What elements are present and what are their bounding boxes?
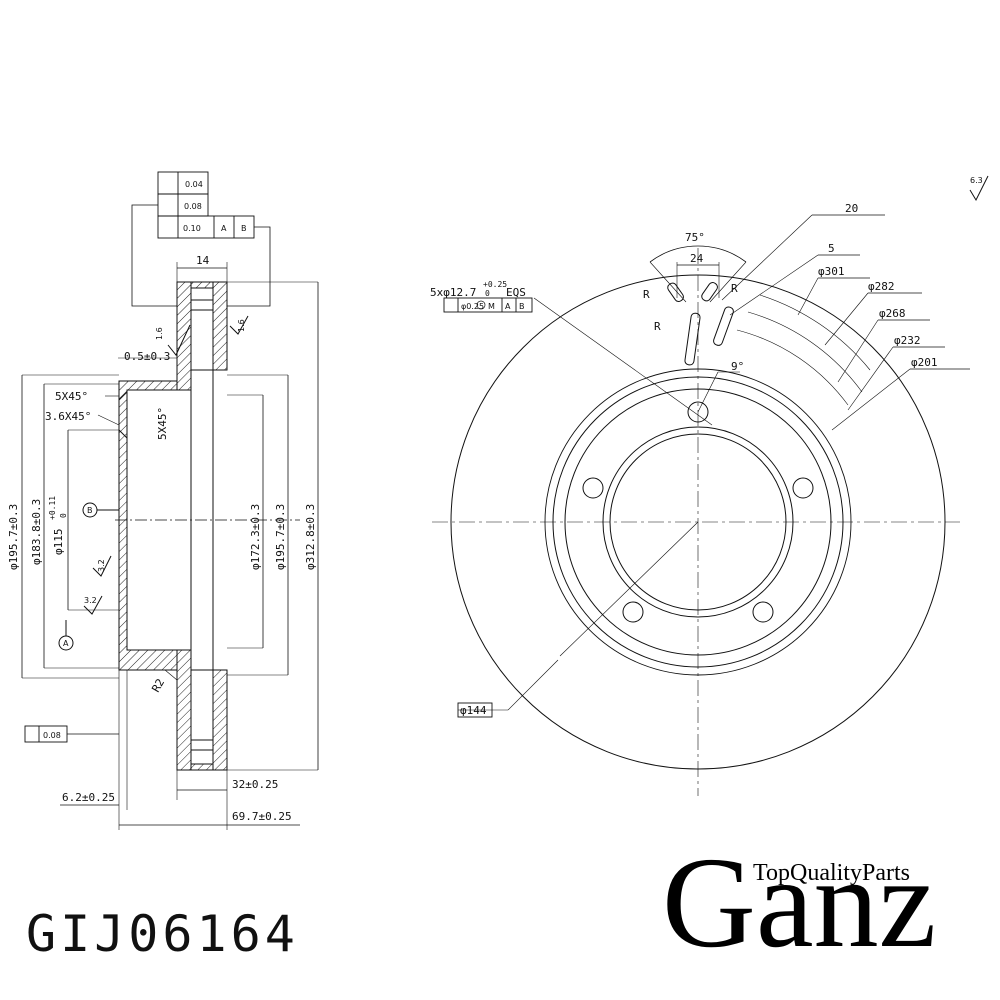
chamfer-dim-3: 5X45° [156,407,169,440]
bolt-holes-tol-upper: +0.25 [483,280,507,289]
dia-282: φ282 [868,280,895,293]
dia-232: φ232 [894,334,921,347]
dia-115: φ115 [52,529,65,556]
roughness-overall: 6.3 [970,176,983,185]
dia-115-tol-upper: +0.11 [48,496,57,520]
brand-tagline: TopQualityParts [753,860,910,886]
left-plate-upper [176,281,192,391]
datum-a-label: A [63,639,69,648]
dia-172: φ172.3±0.3 [249,504,262,570]
datum-ref-b: B [241,224,247,233]
radius-r-3: R [654,320,661,333]
dia-195-right: φ195.7±0.3 [274,504,287,570]
flatness-value-1: 0.04 [185,180,203,189]
bolt-holes-label: 5xφ12.7 [430,286,476,299]
radius-r-1: R [643,288,650,301]
slot-depth-20: 20 [845,202,858,215]
slot-width-5: 5 [828,242,835,255]
dia-183: φ183.8±0.3 [30,499,43,565]
datum-b-label: B [87,506,93,515]
roughness-label-4: 3.2 [84,596,97,605]
parallelism-value: 0.08 [184,202,202,211]
dia-312: φ312.8±0.3 [304,504,317,570]
mmc-symbol: M [488,302,495,311]
dia-195-left: φ195.7±0.3 [7,504,20,570]
runout-value: 0.10 [183,224,201,233]
position-datum-a: A [505,302,511,311]
dia-144: φ144 [460,704,487,717]
roughness-label-2: 1.6 [237,319,246,332]
right-plate-lower [212,669,228,771]
radius-r-2: R [731,282,738,295]
brand-logo: Ganz [662,831,937,975]
dia-268: φ268 [879,307,906,320]
position-tolerance: φ0.25 [461,302,484,311]
total-thickness-dim: 32±0.25 [232,778,278,791]
datum-ref-a: A [221,224,227,233]
dia-115-tol-lower: 0 [59,513,68,518]
roughness-label-1: 1.6 [155,327,164,340]
angle-9: 9° [731,360,744,373]
angle-75: 75° [685,231,705,244]
height-dim: 69.7±0.25 [232,810,292,823]
slot-width-24: 24 [690,252,704,265]
hat-thickness-dim: 6.2±0.25 [62,791,115,804]
chamfer-dim-2: 3.6X45° [45,410,91,423]
position-datum-b: B [519,302,525,311]
dia-201: φ201 [911,356,938,369]
offset-dim: 0.5±0.3 [124,350,170,363]
dia-301: φ301 [818,265,845,278]
chamfer-dim-1: 5X45° [55,390,88,403]
roughness-label-3: 3.2 [97,559,106,572]
front-view [432,214,970,796]
right-plate-upper [212,281,228,371]
radius-label: R2 [149,677,167,695]
section-view [21,171,989,830]
part-number: GIJ06164 [26,905,299,963]
flatness-value-2: 0.08 [43,731,61,740]
labels: 0.04 0.08 0.10 A B 14 1.6 1.6 0.5±0.3 5X… [7,176,983,823]
bolt-holes-tol-lower: 0 [485,289,490,298]
bolt-holes-eqs: EQS [506,286,526,299]
left-plate-lower [176,649,192,771]
thickness-dim: 14 [196,254,210,267]
